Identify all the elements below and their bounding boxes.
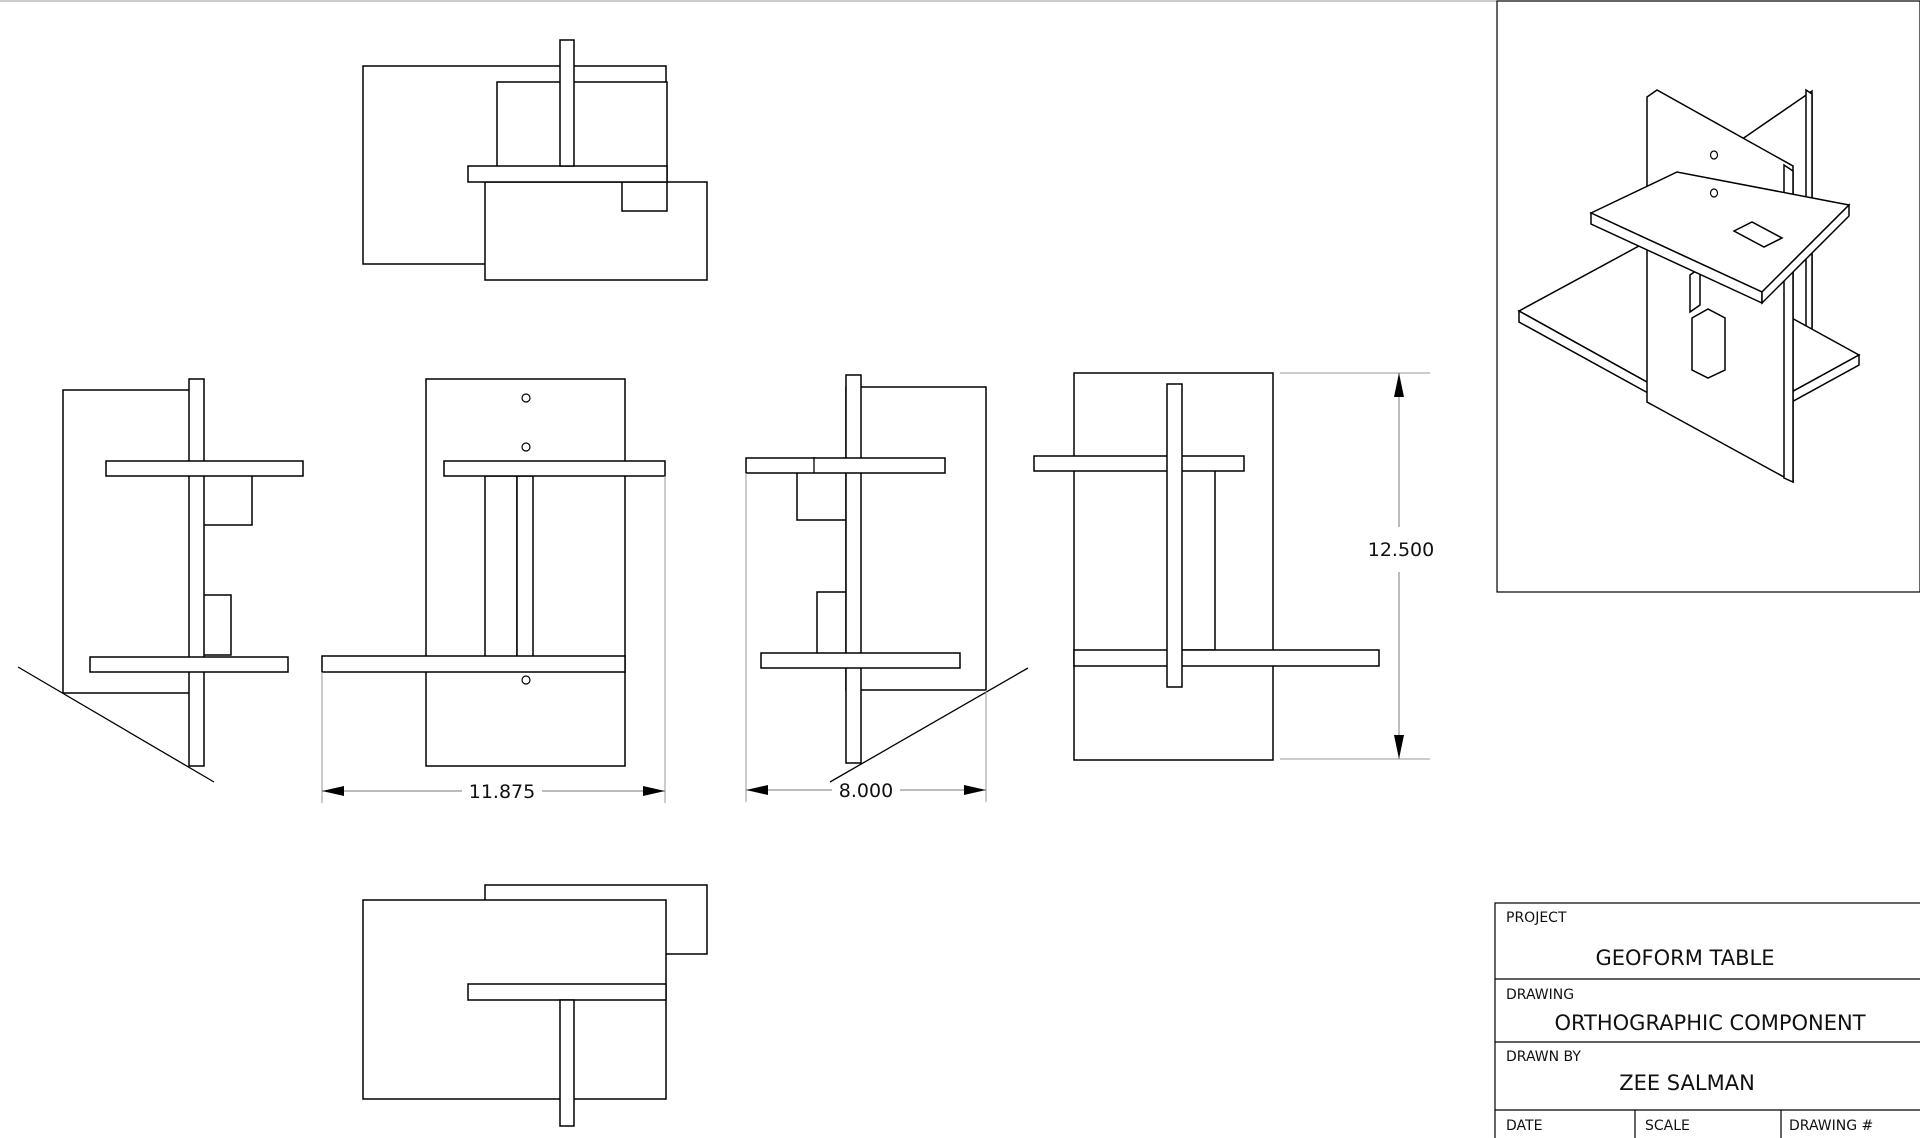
dimension-depth xyxy=(745,473,987,802)
right-side-view xyxy=(745,374,1029,783)
drawing-value: ORTHOGRAPHIC COMPONENT xyxy=(1554,1011,1865,1035)
title-block xyxy=(1494,902,1920,1138)
drawing-number-label: DRAWING # xyxy=(1789,1118,1873,1134)
drawn-by-value: ZEE SALMAN xyxy=(1619,1071,1755,1095)
dimension-width xyxy=(321,476,666,803)
front-view xyxy=(321,378,666,767)
dimension-height-label: 12.500 xyxy=(1368,539,1434,561)
project-label: PROJECT xyxy=(1506,910,1567,926)
back-view xyxy=(1033,372,1380,761)
bottom-view xyxy=(362,884,708,1127)
date-label: DATE xyxy=(1506,1118,1542,1134)
dimension-depth-label: 8.000 xyxy=(839,780,893,802)
left-side-view xyxy=(17,378,304,783)
scale-label: SCALE xyxy=(1645,1118,1690,1134)
drawing-label: DRAWING xyxy=(1506,987,1574,1003)
isometric-view xyxy=(1496,0,1920,593)
drawn-by-label: DRAWN BY xyxy=(1506,1049,1581,1065)
dimension-width-label: 11.875 xyxy=(469,781,535,803)
top-view xyxy=(362,39,708,281)
isometric-frame xyxy=(1496,0,1920,593)
project-value: GEOFORM TABLE xyxy=(1595,946,1774,970)
dimension-height xyxy=(1280,372,1430,760)
